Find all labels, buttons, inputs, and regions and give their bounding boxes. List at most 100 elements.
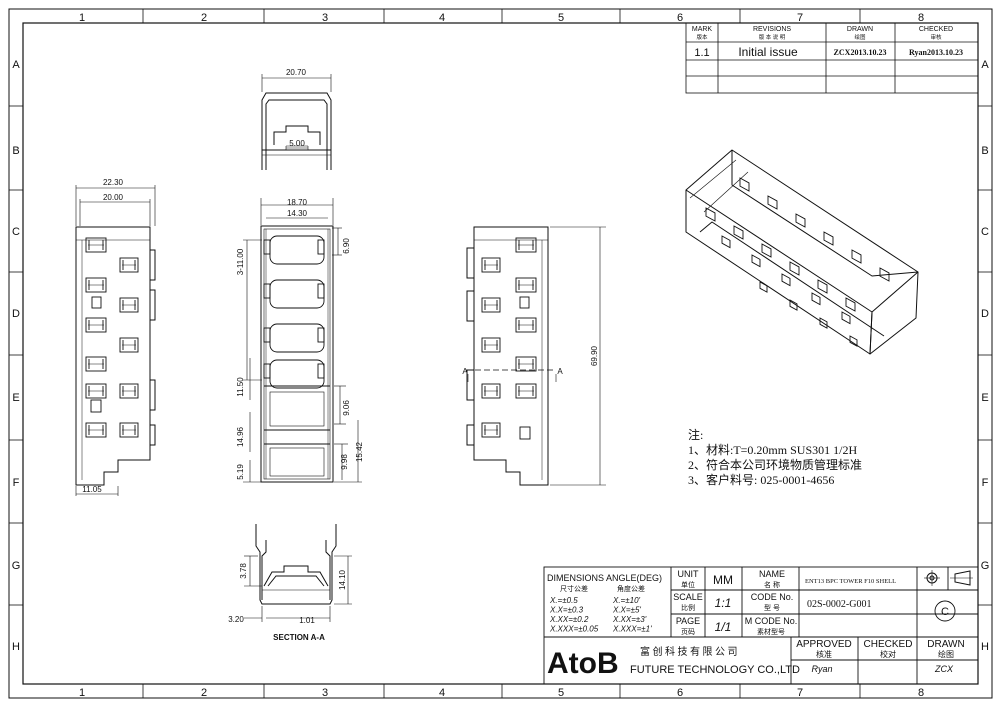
rev-header-mark: MARK bbox=[692, 26, 713, 33]
zone-col-6: 6 bbox=[677, 687, 683, 699]
latch-window bbox=[515, 383, 537, 399]
latch-window bbox=[481, 257, 501, 273]
iso-opening bbox=[795, 213, 806, 228]
zone-col-5: 5 bbox=[558, 12, 564, 24]
rev-header-mark-cn: 版本 bbox=[696, 33, 708, 41]
zone-row-C: C bbox=[981, 226, 989, 238]
zone-col-8: 8 bbox=[918, 687, 924, 699]
approved-label-cn: 核准 bbox=[816, 649, 832, 659]
iso-opening bbox=[751, 254, 761, 268]
unit-value: MM bbox=[713, 573, 733, 587]
page-value: 1/1 bbox=[715, 620, 732, 634]
rev-header-revisions: REVISIONS bbox=[753, 26, 791, 33]
iso-opening bbox=[781, 273, 791, 287]
tol-dim-label: DIMENSIONS bbox=[547, 573, 604, 583]
zone-col-2: 2 bbox=[201, 687, 207, 699]
front-view bbox=[260, 225, 334, 483]
latch-window bbox=[85, 317, 107, 333]
zone-col-8: 8 bbox=[918, 12, 924, 24]
zone-col-4: 4 bbox=[439, 12, 445, 24]
left-side-view bbox=[75, 226, 156, 486]
note-item-3: 3、客户料号: 025-0001-4656 bbox=[688, 473, 835, 487]
revision-circle bbox=[934, 600, 956, 622]
latch-window bbox=[481, 337, 501, 353]
latch-window bbox=[85, 277, 107, 293]
port-latch bbox=[317, 327, 325, 343]
dim-front-outer: 18.70 bbox=[287, 198, 308, 207]
drawn-value: ZCX bbox=[934, 664, 954, 674]
zone-col-6: 6 bbox=[677, 12, 683, 24]
zone-col-7: 7 bbox=[797, 687, 803, 699]
latch-window bbox=[481, 297, 501, 313]
drawn-label: DRAWN bbox=[927, 639, 964, 650]
latch-window bbox=[515, 237, 537, 253]
checked-label: CHECKED bbox=[864, 639, 913, 650]
iso-opening bbox=[845, 297, 856, 312]
section-mark-right: A bbox=[557, 367, 563, 376]
iso-opening bbox=[841, 311, 851, 325]
scale-value: 1:1 bbox=[715, 596, 732, 610]
company-name-en: FUTURE TECHNOLOGY CO.,LTD bbox=[630, 664, 800, 676]
rev-drawn-value: ZCX2013.10.23 bbox=[834, 48, 887, 57]
zone-col-1: 1 bbox=[79, 12, 85, 24]
dim-left-inner: 20.00 bbox=[103, 193, 124, 202]
iso-opening bbox=[767, 195, 778, 210]
iso-opening bbox=[789, 299, 798, 311]
dim-front-f: 15.42 bbox=[355, 441, 364, 462]
mcode-label: M CODE No. bbox=[745, 616, 798, 626]
dim-section-w1: 3.20 bbox=[228, 615, 244, 624]
zone-row-D: D bbox=[981, 308, 989, 320]
latch-window bbox=[85, 237, 107, 253]
vent-slot bbox=[90, 399, 102, 413]
name-label: NAME bbox=[759, 569, 785, 579]
port-latch bbox=[263, 239, 271, 255]
zone-row-H: H bbox=[12, 641, 20, 653]
dim-section-w2: 1.01 bbox=[299, 616, 315, 625]
port-opening bbox=[269, 279, 325, 309]
unit-label-cn: 单位 bbox=[681, 580, 695, 589]
tol-ang-row: X.XXX=±1' bbox=[612, 625, 652, 634]
latch-window bbox=[85, 356, 107, 372]
zone-col-5: 5 bbox=[558, 687, 564, 699]
rev-header-drawn-cn: 绘图 bbox=[854, 33, 866, 41]
code-value: 02S-0002-G001 bbox=[807, 599, 871, 610]
dim-front-b: 14.96 bbox=[236, 426, 245, 447]
latch-window bbox=[85, 383, 107, 399]
dim-front-d: 9.06 bbox=[342, 400, 351, 416]
zone-row-E: E bbox=[981, 392, 988, 404]
dim-front-inner: 14.30 bbox=[287, 209, 308, 218]
zone-row-B: B bbox=[12, 145, 19, 157]
company-name-cn: 富 创 科 技 有 限 公 司 bbox=[640, 645, 738, 658]
port-latch bbox=[263, 327, 271, 343]
latch-window bbox=[119, 422, 139, 438]
dim-front-top: 6.90 bbox=[342, 238, 351, 254]
port-latch bbox=[317, 363, 325, 379]
latch-window bbox=[119, 297, 139, 313]
zone-row-F: F bbox=[13, 477, 20, 489]
latch-window bbox=[85, 422, 107, 438]
latch-window bbox=[481, 383, 501, 399]
projection-symbol-icon bbox=[924, 570, 973, 586]
dim-left-tab: 11.05 bbox=[82, 485, 102, 494]
tol-dim-cn: 尺寸公差 bbox=[560, 584, 588, 593]
port-latch bbox=[263, 283, 271, 299]
iso-opening bbox=[819, 317, 828, 329]
zone-row-G: G bbox=[12, 560, 21, 572]
iso-opening bbox=[811, 292, 821, 306]
port-opening bbox=[269, 235, 325, 265]
dim-section-h2: 14.10 bbox=[338, 569, 347, 590]
latch-window bbox=[119, 337, 139, 353]
tol-dim-row: X.X=±0.3 bbox=[549, 606, 584, 615]
zone-row-B: B bbox=[981, 145, 988, 157]
iso-opening bbox=[879, 267, 890, 282]
latch-window bbox=[515, 317, 537, 333]
dim-section-h1: 3.78 bbox=[239, 563, 248, 579]
latch-window bbox=[515, 277, 537, 293]
mcode-label-cn: 素材型号 bbox=[757, 627, 785, 636]
unit-label: UNIT bbox=[678, 569, 699, 579]
iso-opening bbox=[721, 235, 731, 249]
iso-opening bbox=[823, 231, 834, 246]
zone-row-D: D bbox=[12, 308, 20, 320]
iso-opening bbox=[739, 177, 750, 192]
